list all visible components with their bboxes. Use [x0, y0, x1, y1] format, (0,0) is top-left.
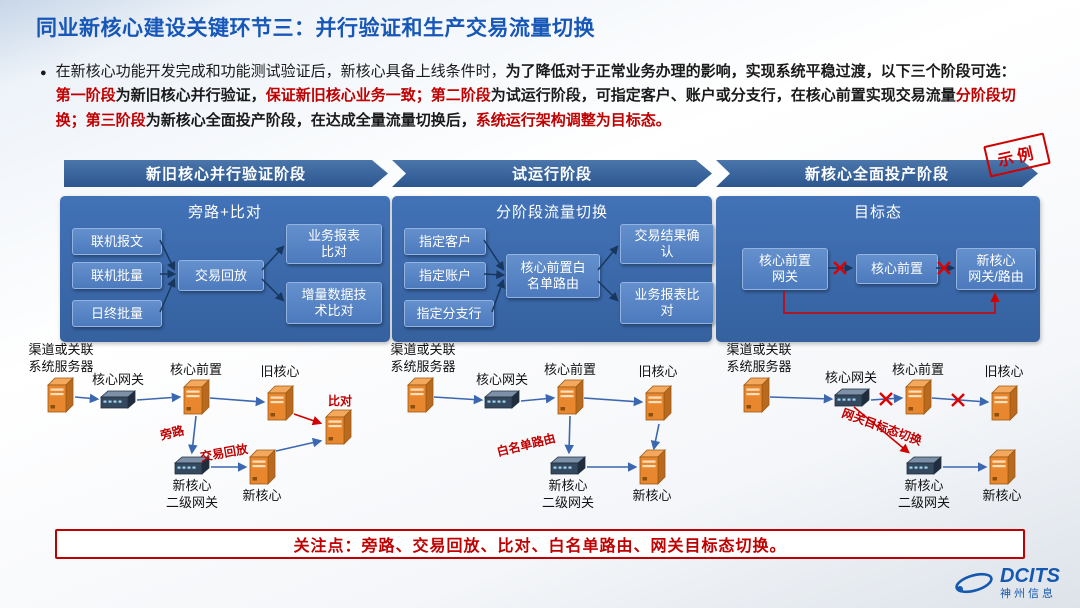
- label-channel-server: 渠道或关联系统服务器: [28, 342, 94, 374]
- box-incremental-data-compare: 增量数据技术比对: [286, 282, 382, 324]
- dcits-logo: DCITS 神州信息: [953, 566, 1060, 600]
- stage-arrow-trial-run: 试运行阶段: [392, 160, 712, 187]
- box-report-compare: 业务报表比对: [286, 224, 382, 264]
- server-icon: [325, 409, 352, 445]
- flow-label-compare: 比对: [328, 394, 353, 408]
- panel-title: 目标态: [853, 204, 902, 221]
- x-mark-icon: [879, 392, 893, 406]
- label-core-gateway: 核心网关: [91, 372, 144, 387]
- label-old-core: 旧核心: [260, 364, 300, 379]
- panel-staged-traffic-switch: 分阶段流量切换 指定客户 指定账户 指定分支行 核心前置白名单路由 交易结果确认…: [392, 196, 714, 342]
- key-points-banner: 关注点：旁路、交易回放、比对、白名单路由、网关目标态切换。: [55, 529, 1025, 559]
- intro-paragraph: ● 在新核心功能开发完成和功能测试验证后，新核心具备上线条件时，为了降低对于正常…: [40, 60, 1018, 133]
- box-online-batch: 联机批量: [72, 262, 162, 289]
- stage-arrow-parallel-verify: 新旧核心并行验证阶段: [64, 160, 388, 187]
- server-icon: [267, 385, 294, 421]
- panel-title: 分阶段流量切换: [495, 204, 608, 221]
- label-core-front: 核心前置: [170, 362, 223, 377]
- server-icon: [183, 379, 210, 415]
- server-icon: [991, 385, 1018, 421]
- server-icon: [989, 449, 1016, 485]
- server-icon: [639, 449, 666, 485]
- dcits-logo-icon: [955, 572, 993, 594]
- label-l2-gateway: 新核心二级网关: [541, 478, 594, 510]
- stage-arrow-full-production: 新核心全面投产阶段: [716, 160, 1038, 187]
- box-core-front-gateway: 核心前置网关: [742, 248, 828, 290]
- page-title: 同业新核心建设关键环节三：并行验证和生产交易流量切换: [36, 17, 595, 40]
- box-report-compare: 业务报表比对: [620, 282, 714, 324]
- logo-subtext: 神州信息: [1000, 588, 1056, 600]
- box-new-core-gateway-route: 新核心网关/路由: [956, 248, 1036, 290]
- label-l2-gateway: 新核心二级网关: [165, 478, 218, 510]
- box-online-message: 联机报文: [72, 228, 162, 255]
- label-core-front: 核心前置: [544, 362, 597, 377]
- server-icon: [47, 377, 74, 413]
- box-eod-batch: 日终批量: [72, 300, 162, 327]
- panel-title: 旁路+比对: [188, 204, 262, 221]
- label-channel-server: 渠道或关联系统服务器: [726, 342, 792, 374]
- flow-label-bypass: 旁路: [158, 423, 186, 443]
- panel-bypass-compare: 旁路+比对 联机报文 联机批量 日终批量 交易回放 业务报表比对 增量数据技术比…: [60, 196, 390, 342]
- box-transaction-result-confirm: 交易结果确认: [620, 224, 714, 264]
- server-icon: [557, 379, 584, 415]
- label-core-gateway: 核心网关: [475, 372, 528, 387]
- box-core-front: 核心前置: [856, 254, 938, 284]
- server-icon: [905, 379, 932, 415]
- switch-icon: [484, 390, 520, 409]
- label-old-core: 旧核心: [984, 364, 1024, 379]
- box-designated-account: 指定账户: [404, 262, 486, 289]
- switch-icon: [550, 456, 586, 475]
- flow-label-replay: 交易回放: [199, 441, 249, 465]
- label-new-core: 新核心: [632, 488, 672, 503]
- bullet-icon: ●: [40, 67, 47, 79]
- box-designated-branch: 指定分支行: [404, 300, 494, 327]
- panel-target-state: 目标态 核心前置网关 核心前置 新核心网关/路由: [716, 196, 1040, 342]
- label-new-core: 新核心: [982, 488, 1022, 503]
- server-icon: [743, 377, 770, 413]
- switch-icon: [834, 388, 870, 407]
- x-mark-icon: [951, 393, 965, 407]
- box-transaction-replay: 交易回放: [178, 260, 264, 291]
- example-stamp: 示例: [983, 132, 1051, 178]
- label-channel-server: 渠道或关联系统服务器: [390, 342, 456, 374]
- switch-icon: [906, 456, 942, 475]
- label-l2-gateway: 新核心二级网关: [897, 478, 950, 510]
- logo-text: DCITS: [1000, 565, 1060, 587]
- server-icon: [249, 449, 276, 485]
- box-whitelist-routing: 核心前置白名单路由: [506, 254, 600, 298]
- label-core-front: 核心前置: [892, 362, 945, 377]
- flow-label-whitelist-routing: 白名单路由: [495, 430, 557, 460]
- server-icon: [407, 377, 434, 413]
- label-core-gateway: 核心网关: [824, 370, 877, 385]
- dcits-logo-text-block: DCITS 神州信息: [1000, 566, 1060, 600]
- intro-text: 在新核心功能开发完成和功能测试验证后，新核心具备上线条件时，为了降低对于正常业务…: [55, 63, 1016, 129]
- label-new-core: 新核心: [242, 488, 282, 503]
- box-designated-customer: 指定客户: [404, 228, 486, 255]
- switch-icon: [100, 390, 136, 409]
- label-old-core: 旧核心: [638, 364, 678, 379]
- server-icon: [645, 385, 672, 421]
